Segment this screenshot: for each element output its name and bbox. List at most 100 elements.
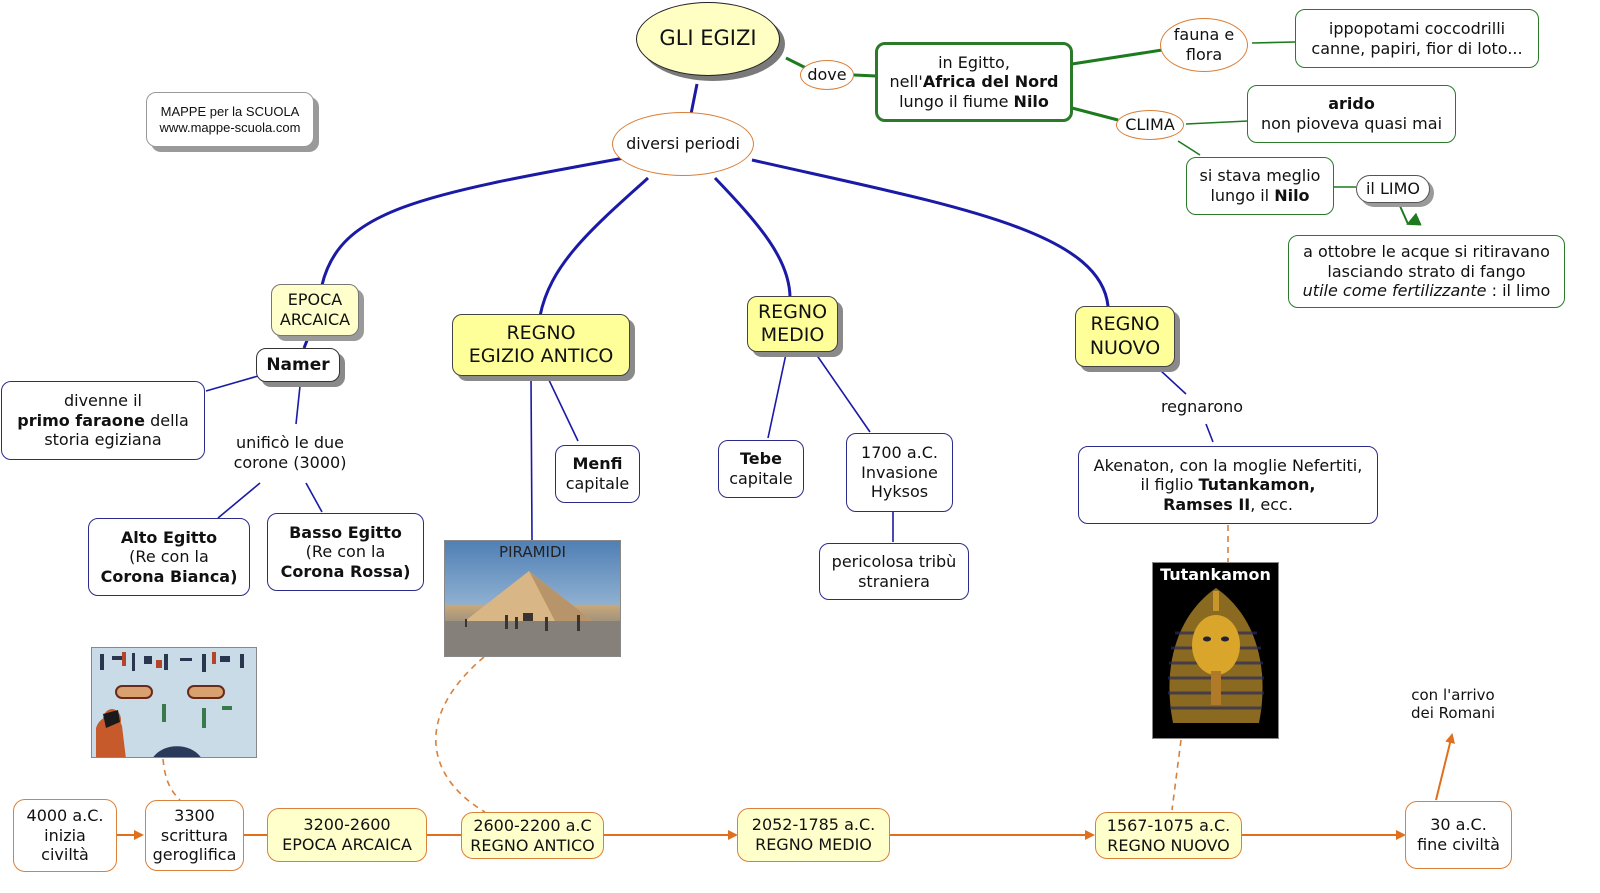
link-title-dove — [785, 56, 807, 70]
dove-text: dove — [807, 65, 847, 85]
link-arcaica-namer — [302, 337, 310, 349]
map-title[interactable]: GLI EGIZI — [636, 2, 780, 76]
nuovo-label-2: NUOVO — [1089, 336, 1161, 359]
tl7-line1: 30 a.C. — [1430, 815, 1487, 835]
link-nuovo-regnarono — [1159, 369, 1187, 395]
clima-box-line1: arido — [1328, 94, 1375, 114]
tl2-line1: 3300 — [174, 806, 215, 826]
link-phrase-dove[interactable]: dove — [800, 60, 854, 90]
limo-node[interactable]: il LIMO — [1356, 175, 1430, 203]
link-namer-faraone — [205, 375, 259, 392]
tutankamon-image[interactable]: Tutankamon — [1152, 562, 1279, 739]
tribe-line2: straniera — [858, 571, 930, 591]
menfi-rest: capitale — [565, 474, 630, 493]
link-clima-nilo — [1177, 140, 1201, 156]
basso-line1: Basso Egitto — [289, 522, 402, 542]
location-line3: lungo il fiume Nilo — [899, 92, 1049, 112]
clima-text: CLIMA — [1125, 115, 1175, 135]
tl3-line2: EPOCA ARCAICA — [282, 835, 412, 854]
location-line1: in Egitto, — [938, 52, 1010, 72]
link-phrase-periodi[interactable]: diversi periodi — [612, 112, 754, 176]
medio-label-2: MEDIO — [760, 324, 825, 346]
location-line3-bold: Nilo — [1013, 91, 1049, 111]
link-phrase-clima[interactable]: CLIMA — [1116, 110, 1184, 140]
link-periods-antico — [538, 176, 650, 317]
tl5-line1: 2052-1785 a.C. — [751, 815, 876, 835]
timeline-event-3[interactable]: 3200-2600 EPOCA ARCAICA — [267, 808, 427, 862]
clima-box[interactable]: arido non pioveva quasi mai — [1247, 85, 1456, 143]
medio-label-1: REGNO — [757, 300, 828, 323]
timeline-event-7[interactable]: 30 a.C. fine civiltà — [1405, 801, 1512, 869]
limo-box-line2: lasciando strato di fango — [1327, 261, 1526, 281]
limo-text: il LIMO — [1365, 179, 1420, 199]
period-regno-antico[interactable]: REGNO EGIZIO ANTICO — [452, 314, 630, 376]
tebe-bold: Tebe — [740, 449, 782, 469]
limo-box-line3-italic: utile come fertilizzante — [1302, 281, 1487, 301]
tebe-box[interactable]: Tebe capitale — [718, 440, 804, 498]
tl-arrow-romani — [1435, 733, 1455, 801]
menfi-box[interactable]: Menfi capitale — [555, 445, 640, 503]
rulers-line3: Ramses II, ecc. — [1163, 495, 1293, 515]
tribe-box[interactable]: pericolosa tribù straniera — [819, 543, 969, 600]
romani-note[interactable]: con l'arrivo dei Romani — [1396, 682, 1510, 726]
link-fauna-box — [1251, 41, 1296, 44]
fauna-box[interactable]: ippopotami coccodrilli canne, papiri, fi… — [1295, 9, 1539, 68]
romani-line2: dei Romani — [1410, 704, 1496, 722]
link-medio-tebe — [767, 353, 787, 439]
timeline-event-6[interactable]: 1567-1075 a.C. REGNO NUOVO — [1095, 812, 1242, 859]
basso-egitto-box[interactable]: Basso Egitto (Re con la Corona Rossa) — [267, 513, 424, 591]
nilo-box[interactable]: si stava meglio lungo il Nilo — [1186, 157, 1334, 215]
faraone-line1: divenne il — [63, 391, 142, 411]
fauna-box-line2: canne, papiri, fior di loto... — [1311, 38, 1523, 58]
timeline-event-1[interactable]: 4000 a.C. inizia civiltà — [13, 799, 117, 872]
namer-text: Namer — [266, 354, 330, 375]
rulers-line2: il figlio Tutankamon, — [1141, 475, 1316, 495]
faraone-line2-rest: della — [144, 410, 189, 430]
link-periods-arcaica — [320, 156, 625, 286]
limo-box-line1: a ottobre le acque si ritiravano — [1303, 242, 1550, 262]
link-phrase-fauna[interactable]: fauna e flora — [1160, 18, 1248, 72]
link-medio-invasion — [815, 353, 871, 433]
faraone-line3: storia egiziana — [44, 430, 162, 450]
pyramid-icon — [445, 571, 620, 656]
period-regno-medio[interactable]: REGNO MEDIO — [747, 296, 838, 352]
limo-box[interactable]: a ottobre le acque si ritiravano lascian… — [1288, 235, 1565, 308]
link-title-periods — [689, 83, 699, 115]
link-namer-unifico — [295, 385, 301, 425]
arcaica-label-2: ARCAICA — [279, 310, 351, 329]
faraone-line2-bold: primo faraone — [17, 410, 145, 430]
piramidi-caption: PIRAMIDI — [499, 543, 566, 561]
nilo-box-line2-pre: lungo il — [1210, 186, 1275, 205]
tl1-line1: 4000 a.C. — [26, 806, 104, 826]
tl1-line2: inizia — [44, 825, 86, 845]
antico-label-1: REGNO — [506, 321, 576, 344]
timeline-event-5[interactable]: 2052-1785 a.C. REGNO MEDIO — [737, 808, 890, 862]
fauna-line2: flora — [1185, 45, 1223, 64]
unifico-line2: corone (3000) — [233, 453, 347, 472]
invasion-line3: Hyksos — [870, 482, 929, 502]
hieroglyph-image[interactable] — [91, 647, 257, 758]
clima-box-line2: non pioveva quasi mai — [1260, 114, 1443, 133]
period-epoca-arcaica[interactable]: EPOCA ARCAICA — [271, 284, 359, 336]
piramidi-image[interactable]: PIRAMIDI — [444, 540, 621, 657]
faraone-box[interactable]: divenne il primo faraone della storia eg… — [1, 381, 205, 460]
alto-egitto-box[interactable]: Alto Egitto (Re con la Corona Bianca) — [88, 518, 250, 596]
tl4-line2: REGNO ANTICO — [470, 835, 595, 855]
unifico-phrase[interactable]: unificò le due corone (3000) — [222, 428, 358, 478]
timeline-event-2[interactable]: 3300 scrittura geroglifica — [145, 800, 244, 871]
link-periods-nuovo — [751, 158, 1110, 307]
invasion-box[interactable]: 1700 a.C. Invasione Hyksos — [846, 433, 953, 512]
credit-box: MAPPE per la SCUOLA www.mappe-scuola.com — [146, 92, 314, 147]
link-clima-arido — [1185, 120, 1249, 125]
location-line3-pre: lungo il fiume — [899, 91, 1014, 111]
period-regno-nuovo[interactable]: REGNO NUOVO — [1075, 306, 1175, 367]
location-box[interactable]: in Egitto, nell'Africa del Nord lungo il… — [875, 42, 1073, 122]
namer-node[interactable]: Namer — [256, 348, 340, 382]
regnarono-text: regnarono — [1160, 397, 1244, 417]
rulers-box[interactable]: Akenaton, con la moglie Nefertiti, il fi… — [1078, 446, 1378, 524]
timeline-event-4[interactable]: 2600-2200 a.C REGNO ANTICO — [461, 812, 604, 859]
faraone-line2: primo faraone della — [17, 411, 189, 431]
tl4-line1: 2600-2200 a.C — [473, 815, 592, 835]
regnarono-phrase[interactable]: regnarono — [1150, 394, 1254, 420]
